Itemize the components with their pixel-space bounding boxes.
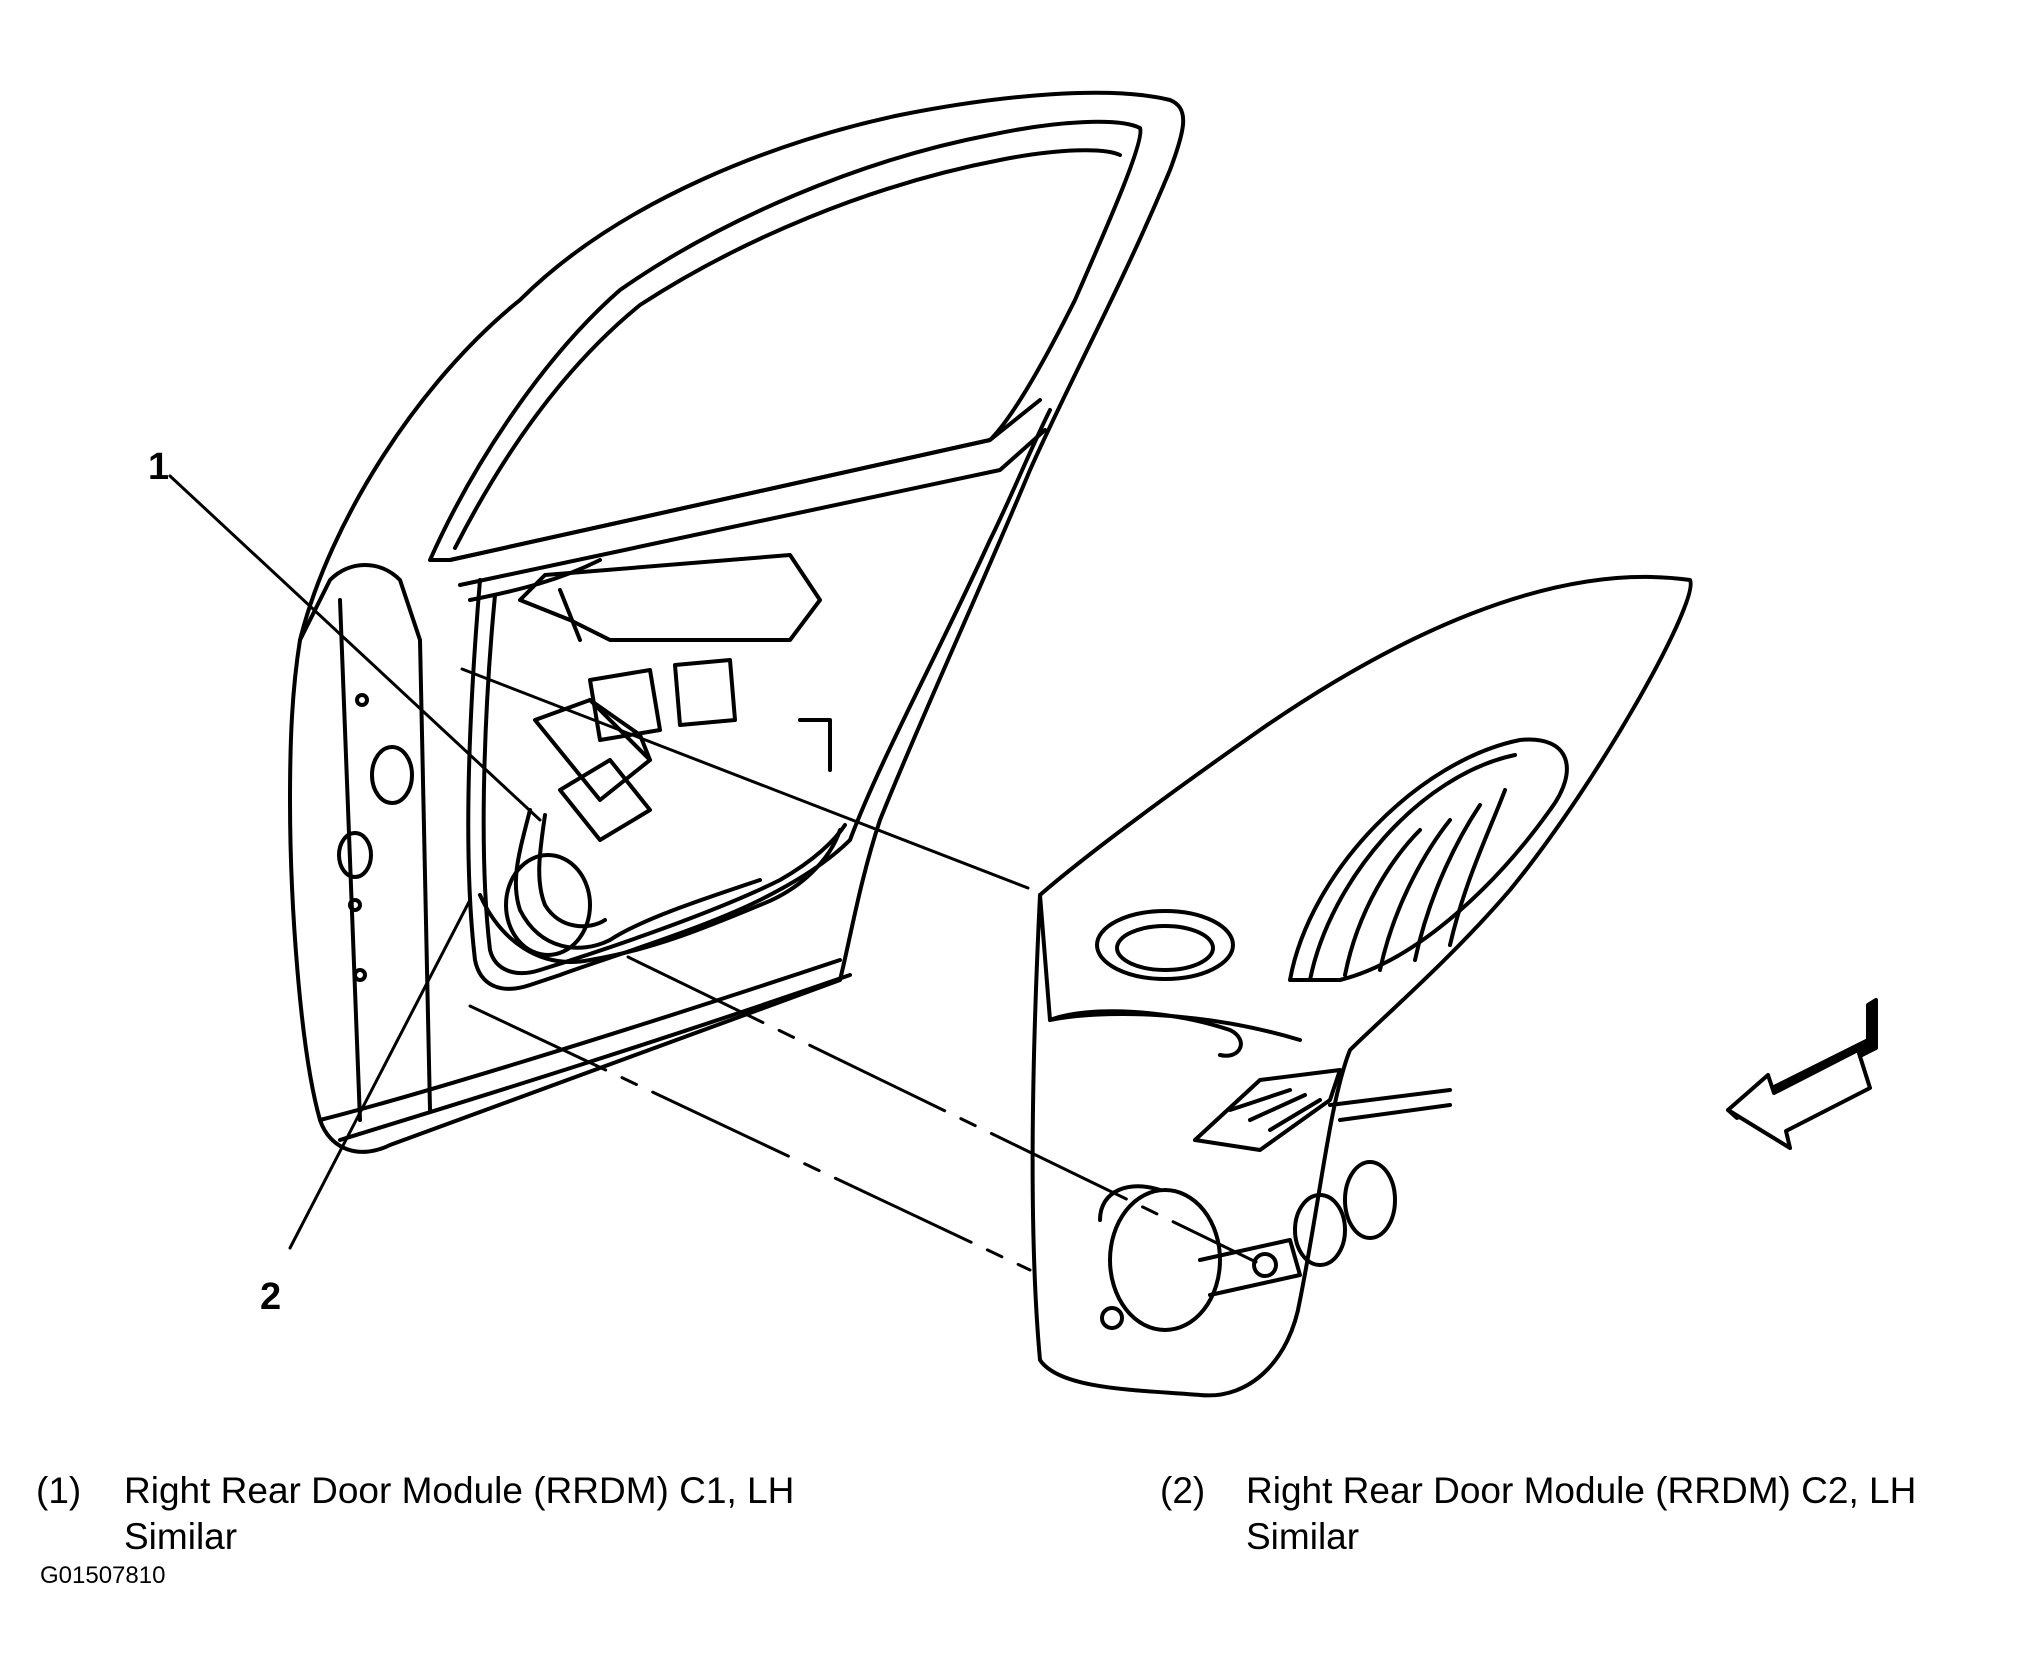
legend-description-continued: Similar — [124, 1516, 238, 1557]
projection-lines — [460, 667, 1258, 1272]
figure-id: G01507810 — [40, 1562, 166, 1589]
legend-description: Right Rear Door Module (RRDM) C2, LH — [1246, 1470, 1917, 1511]
callout-1-leader — [168, 474, 542, 822]
legend-number: (1) — [36, 1470, 82, 1511]
legend-description-continued: Similar — [1246, 1516, 1360, 1557]
front-direction-arrow-icon — [1726, 998, 1878, 1150]
legend-number: (2) — [1160, 1470, 1206, 1511]
callout-leader-lines — [168, 474, 542, 1250]
door-shell — [288, 90, 1186, 1154]
callout-number-1: 1 — [148, 446, 170, 488]
callout-2-leader — [288, 898, 472, 1250]
legend-description: Right Rear Door Module (RRDM) C1, LH — [124, 1470, 795, 1511]
callout-number-2: 2 — [260, 1276, 282, 1318]
door-trim-panel — [1030, 574, 1693, 1398]
door-exploded-view-illustration — [168, 90, 1878, 1398]
